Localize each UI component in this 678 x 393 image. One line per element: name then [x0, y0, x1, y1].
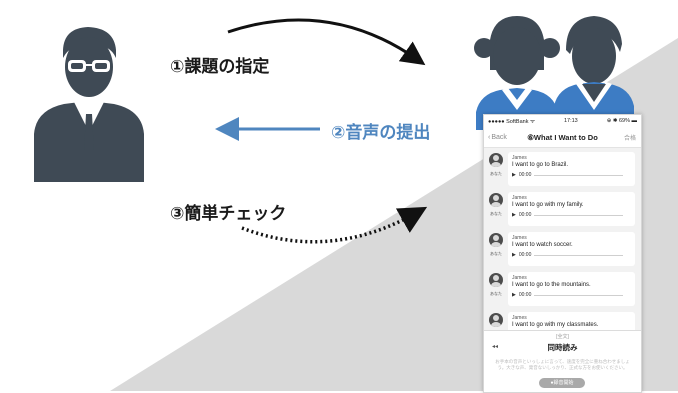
rewind-icon[interactable]: ◂◂: [492, 344, 499, 350]
speaker-name: James: [512, 235, 527, 241]
play-icon[interactable]: ▶: [512, 212, 516, 218]
avatar-column: あなた: [484, 149, 508, 189]
status-bar: ●●●●● SoftBank ᯤ 17:13 ⊕ ✱ 69% ▬: [484, 115, 641, 127]
audio-time: 00:00: [518, 252, 532, 258]
audio-progress-track[interactable]: [534, 214, 623, 216]
back-button[interactable]: ‹ Back: [488, 134, 507, 141]
audio-time: 00:00: [518, 172, 532, 178]
audio-time: 00:00: [518, 292, 532, 298]
play-icon[interactable]: ▶: [512, 252, 516, 258]
play-icon[interactable]: ▶: [512, 172, 516, 178]
avatar: [489, 193, 503, 207]
sentence-text: I want to go with my classmates.: [512, 322, 599, 328]
sentence-text: I want to go to the mountains.: [512, 282, 591, 288]
audio-progress-track[interactable]: [534, 294, 623, 296]
step3-label: ③簡単チェック: [170, 204, 287, 224]
check-arrow: [241, 206, 428, 244]
reading-panel: [全文] ◂◂ 同時読み お手本の音声といっしょに言って、速度を完全に重ね合わせ…: [484, 330, 641, 392]
avatar-column: あなた: [484, 229, 508, 269]
you-label: あなた: [490, 291, 502, 296]
you-label: あなた: [490, 211, 502, 216]
carrier-label: ●●●●● SoftBank ᯤ: [488, 119, 536, 125]
you-label: あなた: [490, 251, 502, 256]
avatar-column: あなた: [484, 269, 508, 309]
speaker-name: James: [512, 195, 527, 201]
avatar: [489, 153, 503, 167]
pass-button[interactable]: 合格: [623, 135, 636, 142]
audio-progress-track[interactable]: [534, 254, 623, 256]
sentence-text: I want to go to Brazil.: [512, 162, 569, 168]
avatar: [489, 273, 503, 287]
back-label: Back: [491, 133, 507, 141]
audio-progress-track[interactable]: [534, 174, 623, 176]
teacher-icon: [34, 27, 144, 182]
nav-bar: ‹ Back ⑥What I Want to Do 合格: [484, 127, 641, 148]
audio-player: ▶00:00: [512, 292, 631, 298]
time-label: 17:13: [563, 118, 578, 124]
speaker-name: James: [512, 315, 527, 321]
mode-title: 同時読み: [547, 343, 578, 352]
audio-player: ▶00:00: [512, 172, 631, 178]
chevron-left-icon: ‹: [488, 133, 491, 141]
step1-label: ①課題の指定: [170, 57, 270, 77]
audio-time: 00:00: [518, 212, 532, 218]
battery-label: ⊕ ✱ 69% ▬: [606, 118, 637, 124]
speaker-name: James: [512, 155, 527, 161]
lesson-title: ⑥What I Want to Do: [527, 132, 598, 142]
sentence-text: I want to go with my family.: [512, 202, 584, 208]
avatar-column: あなた: [484, 189, 508, 229]
play-icon[interactable]: ▶: [512, 292, 516, 298]
you-label: あなた: [490, 171, 502, 176]
avatar: [489, 313, 503, 327]
audio-player: ▶00:00: [512, 252, 631, 258]
mode-description: お手本の音声といっしょに言って、速度を完全に重ね合わせましょう。大きな声、発音な…: [495, 359, 630, 370]
phone-screenshot: ●●●●● SoftBank ᯤ 17:13 ⊕ ✱ 69% ▬ ‹ Back …: [483, 114, 642, 393]
mode-tag: [全文]: [556, 334, 569, 340]
audio-player: ▶00:00: [512, 212, 631, 218]
step2-label: ②音声の提出: [331, 123, 431, 143]
avatar: [489, 233, 503, 247]
assign-arrow: [227, 18, 426, 66]
sentence-text: I want to watch soccer.: [512, 242, 573, 248]
record-button[interactable]: ●録音開始: [539, 378, 585, 388]
speaker-name: James: [512, 275, 527, 281]
